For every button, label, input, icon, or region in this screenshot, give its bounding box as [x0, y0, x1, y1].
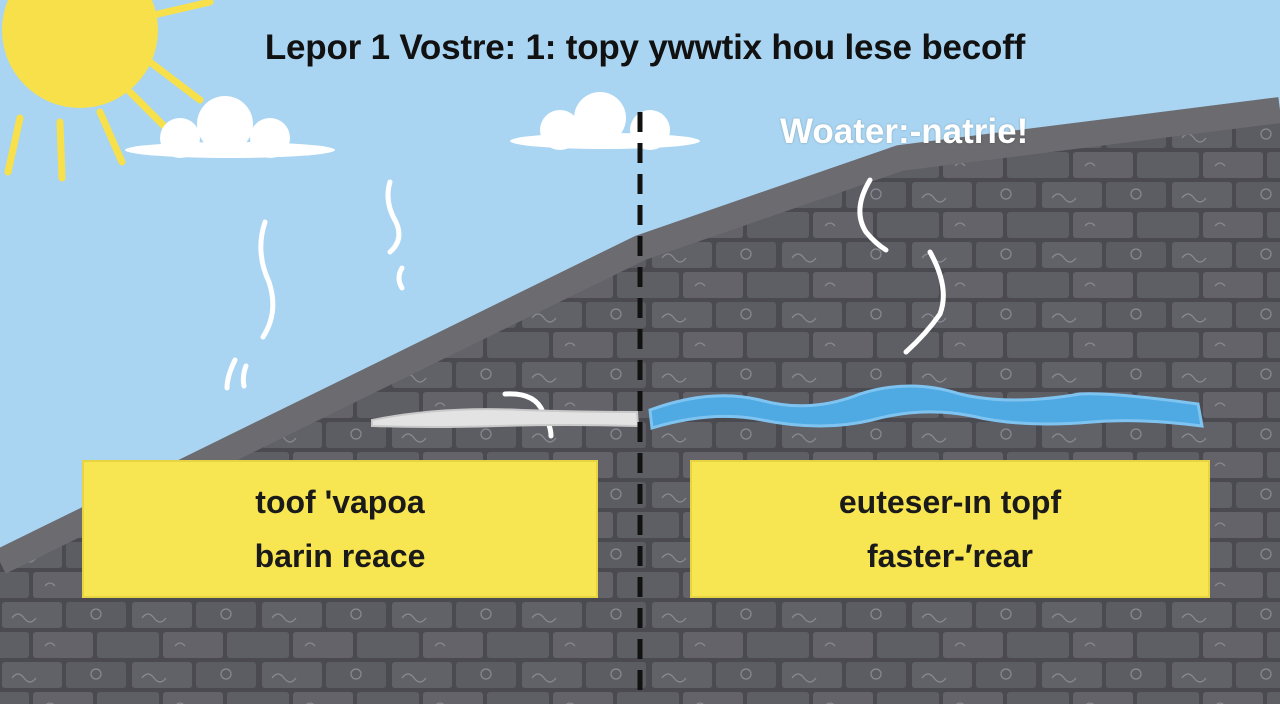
water-flow-icon — [648, 384, 1204, 430]
steam-wisp-icon — [224, 177, 946, 439]
left-caption-line2: barin reace — [254, 538, 426, 574]
cloud-icon — [125, 96, 335, 158]
right-caption-line1: euteser-ın topf — [838, 484, 1062, 520]
left-caption-line1: toof 'vapoa — [255, 484, 425, 520]
sun-icon — [2, 0, 214, 182]
water-label: Woater:-natrie! — [780, 112, 1029, 151]
right-caption-panel: euteser-ın topf faster-′rear — [690, 460, 1210, 598]
right-caption-line2: faster-′rear — [867, 538, 1033, 574]
left-caption-panel: toof 'vapoa barin reace — [82, 460, 598, 598]
diagram-title: Lepor 1 Vostre: 1: topy ywwtix hou lese … — [264, 28, 1026, 67]
